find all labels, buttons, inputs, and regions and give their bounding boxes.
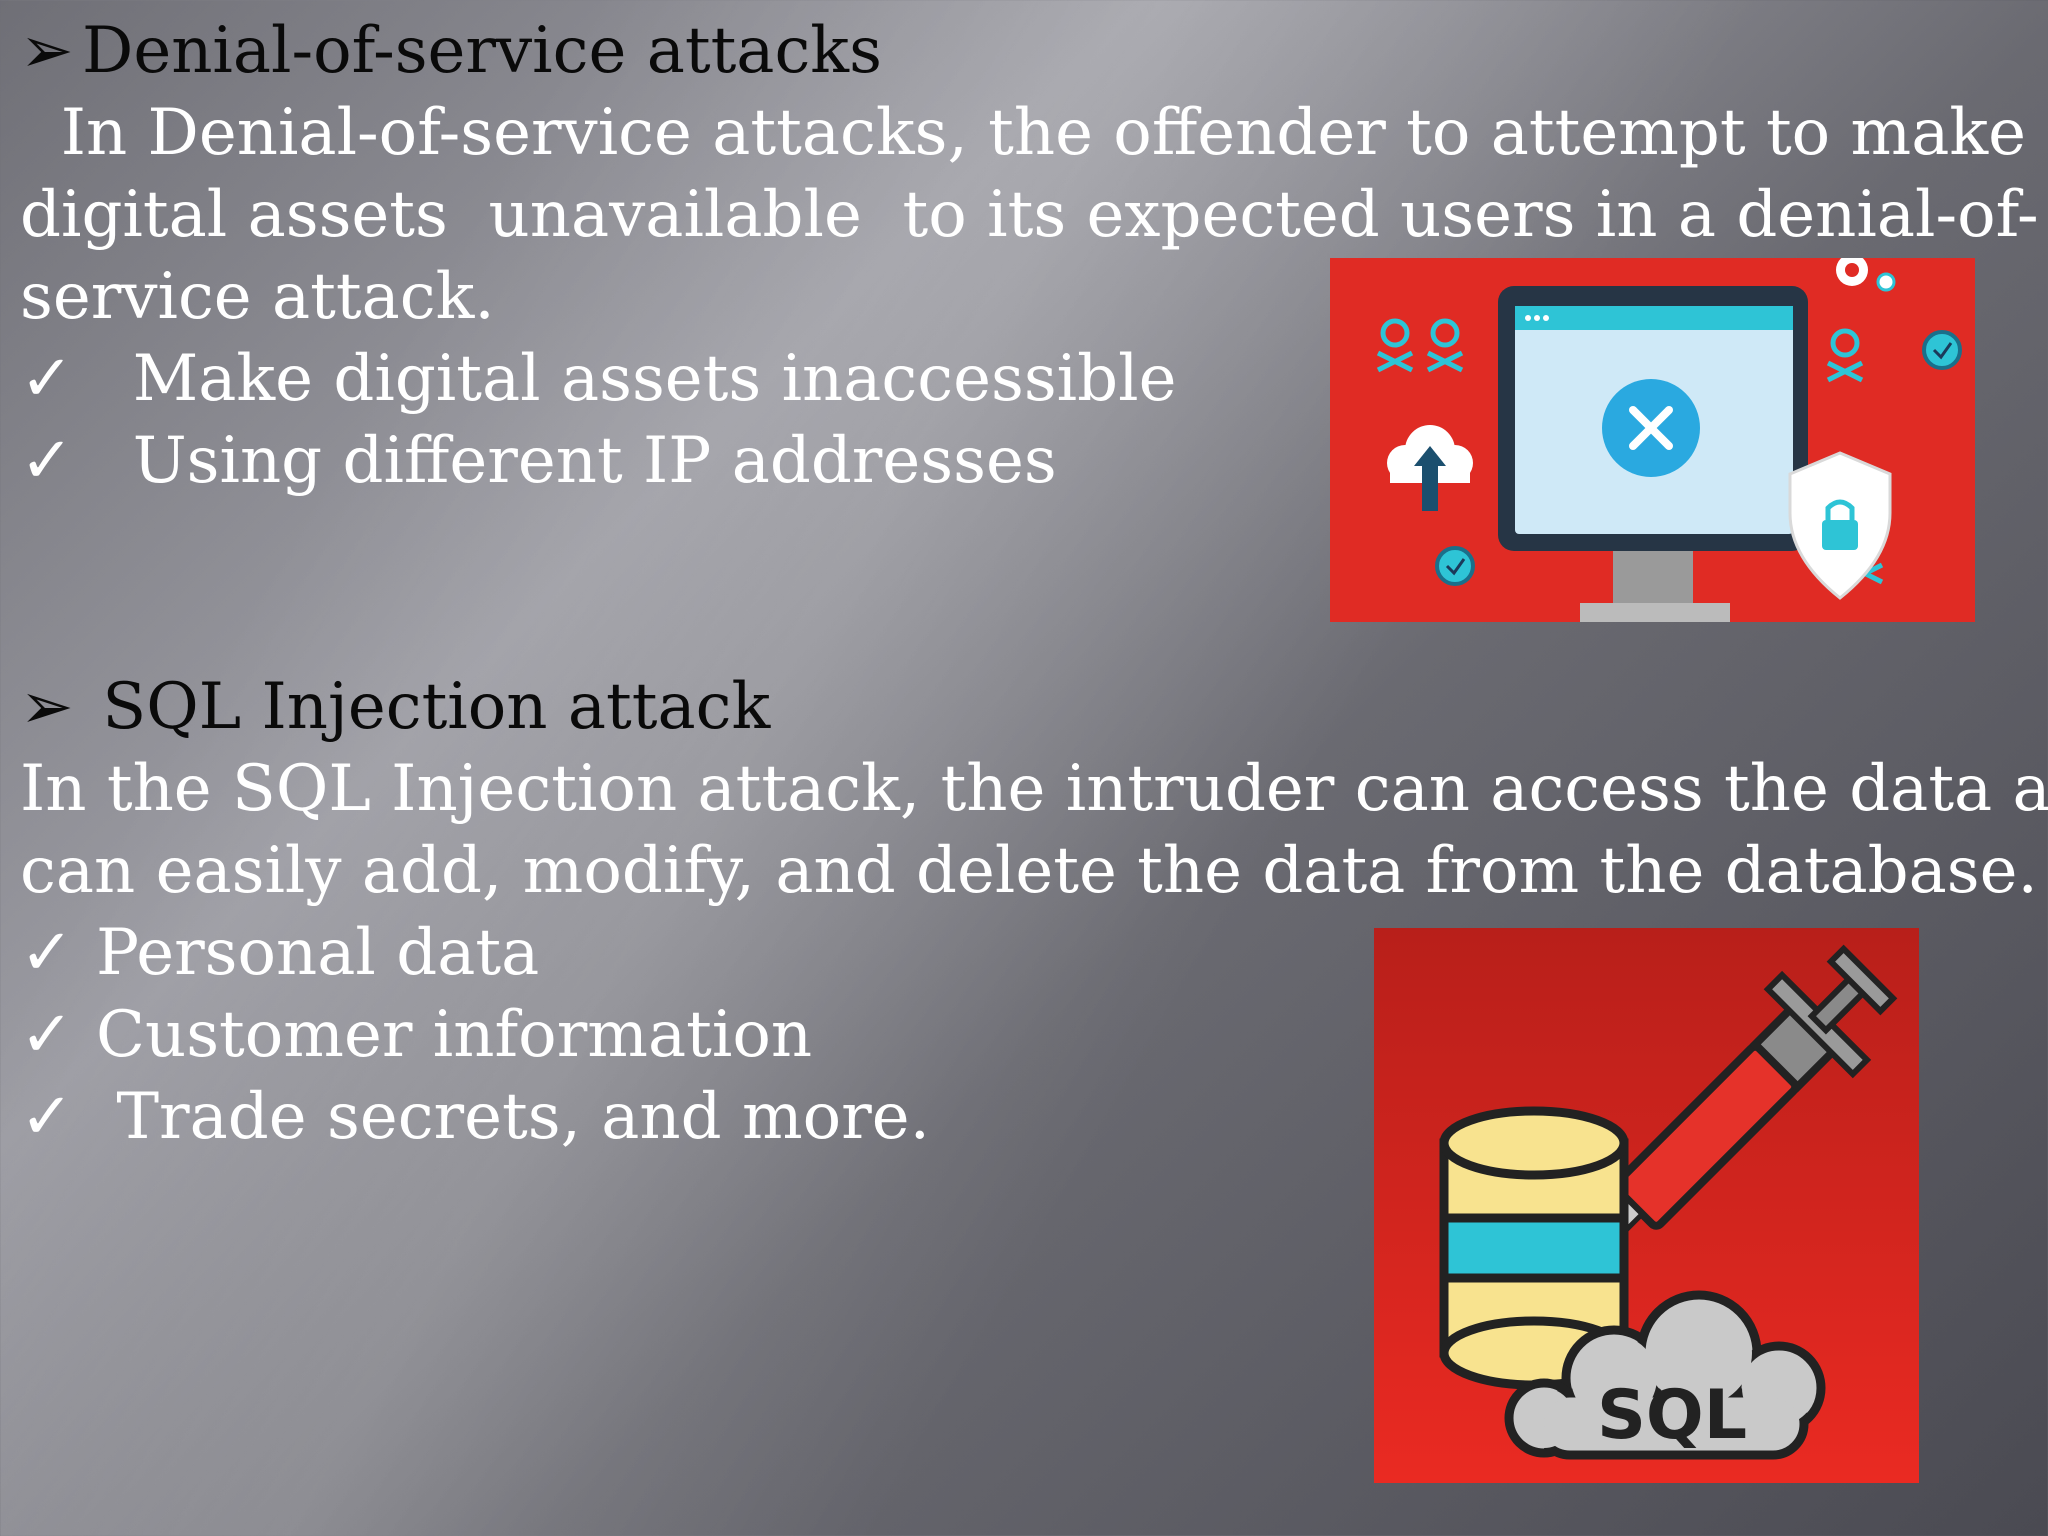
dos-bullet-1: ✓ Make digital assets inaccessible xyxy=(20,338,1176,420)
sql-bullet-1-text: Personal data xyxy=(96,916,540,990)
sql-bullet-1: ✓ Personal data xyxy=(20,912,539,994)
check-icon: ✓ xyxy=(20,998,74,1072)
check-icon: ✓ xyxy=(20,1080,74,1154)
sql-bullet-2-text: Customer information xyxy=(96,998,813,1072)
sql-bullet-2: ✓ Customer information xyxy=(20,994,812,1076)
dos-paragraph-line-2: digital assets unavailable to its expect… xyxy=(20,178,2039,252)
sql-paragraph-line-1: In the SQL Injection attack, the intrude… xyxy=(20,752,2048,826)
arrow-bullet-icon: ➢ xyxy=(20,670,74,744)
dos-paragraph-line-3: service attack. xyxy=(20,260,495,334)
sql-injection-icon: SQL xyxy=(1374,928,1919,1483)
sql-heading: ➢ SQL Injection attack xyxy=(20,666,770,748)
sql-heading-text: SQL Injection attack xyxy=(82,670,771,744)
check-icon: ✓ xyxy=(20,916,74,990)
dos-bullet-1-text: Make digital assets inaccessible xyxy=(92,342,1177,416)
dos-heading: ➢Denial-of-service attacks xyxy=(20,10,882,92)
sql-bullet-3-text: Trade secrets, and more. xyxy=(96,1080,930,1154)
sql-paragraph-line-2: can easily add, modify, and delete the d… xyxy=(20,834,2038,908)
sql-bullet-3: ✓ Trade secrets, and more. xyxy=(20,1076,930,1158)
sql-cloud-label: SQL xyxy=(1597,1376,1747,1455)
dos-paragraph-line-1: In Denial-of-service attacks, the offend… xyxy=(20,96,2027,170)
arrow-bullet-icon: ➢ xyxy=(20,14,74,88)
computer-error-icon xyxy=(1330,254,1975,622)
dos-heading-text: Denial-of-service attacks xyxy=(82,14,882,88)
dos-bullet-2-text: Using different IP addresses xyxy=(92,424,1057,498)
check-icon: ✓ xyxy=(20,424,74,498)
check-icon: ✓ xyxy=(20,342,74,416)
dos-bullet-2: ✓ Using different IP addresses xyxy=(20,420,1057,502)
